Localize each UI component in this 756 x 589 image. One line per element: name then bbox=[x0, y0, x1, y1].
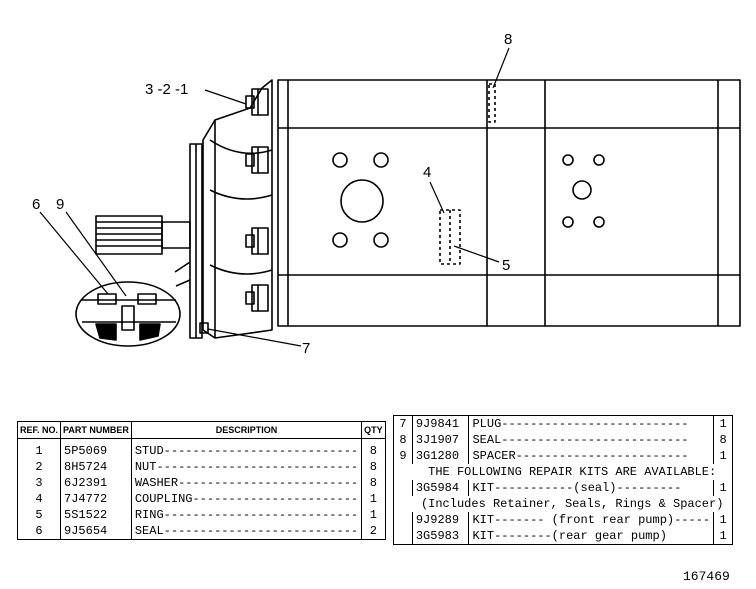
part-description: KIT-----------(seal)--------- bbox=[472, 481, 682, 495]
table-row: 6 9J5654 SEAL---------------------------… bbox=[17, 523, 386, 540]
parts-table-right: 7 9J9841 PLUG-------------------------- … bbox=[393, 415, 733, 545]
table-header-row: REF. NO. PART NUMBER DESCRIPTION QTY bbox=[16, 421, 386, 439]
part-description: PLUG-------------------------- bbox=[472, 417, 689, 431]
header-ref-no: REF. NO. bbox=[16, 421, 62, 439]
stud-nut-group bbox=[245, 88, 269, 312]
pump-body bbox=[277, 79, 741, 327]
parts-table-left: REF. NO. PART NUMBER DESCRIPTION QTY 1 5… bbox=[16, 421, 386, 540]
table-row: 2 8H5724 NUT----------------------------… bbox=[17, 459, 386, 475]
header-part-number: PART NUMBER bbox=[60, 421, 132, 439]
part-number: 9J5654 bbox=[60, 523, 132, 540]
callout-9: 9 bbox=[56, 196, 65, 213]
part-quantity: 1 bbox=[713, 448, 733, 464]
part-number: 3G5984 bbox=[411, 480, 470, 496]
table-row: 5 5S1522 RING---------------------------… bbox=[17, 507, 386, 523]
part-quantity: 8 bbox=[369, 476, 377, 490]
ref-number: 3 bbox=[17, 475, 62, 491]
ref-number: 2 bbox=[17, 459, 62, 475]
table-row: 4 7J4772 COUPLING-----------------------… bbox=[17, 491, 386, 507]
header-qty: QTY bbox=[361, 421, 386, 439]
part-description: STUD--------------------------- bbox=[131, 438, 363, 459]
part-number: 5S1522 bbox=[60, 507, 132, 523]
callout-3-2-1: 3 -2 -1 bbox=[145, 81, 189, 98]
part-quantity: 8 bbox=[713, 432, 733, 448]
part-description: COUPLING----------------------- bbox=[131, 491, 363, 507]
seal-detail-circle bbox=[75, 281, 181, 347]
part-number: 9J9841 bbox=[411, 415, 470, 432]
ref-number: 6 bbox=[17, 523, 62, 540]
table-row: 3G5984 KIT-----------(seal)--------- 1 bbox=[394, 480, 733, 496]
spline-coupling bbox=[95, 215, 191, 255]
part-number: 3G1280 bbox=[411, 448, 470, 464]
callout-4: 4 bbox=[423, 164, 432, 181]
part-quantity: 1 bbox=[369, 492, 377, 506]
part-number: 6J2391 bbox=[60, 475, 132, 491]
part-description: RING--------------------------- bbox=[131, 507, 363, 523]
part-quantity: 1 bbox=[713, 528, 733, 545]
callout-6: 6 bbox=[32, 196, 41, 213]
part-number: 8H5724 bbox=[60, 459, 132, 475]
table-row: 9J9289 KIT------- (front rear pump)-----… bbox=[394, 512, 733, 528]
part-quantity: 1 bbox=[713, 415, 733, 432]
part-description: NUT---------------------------- bbox=[131, 459, 363, 475]
ref-number: 1 bbox=[17, 438, 62, 459]
rear-port bbox=[572, 180, 592, 200]
part-quantity: 8 bbox=[369, 444, 377, 458]
part-number: 9J9289 bbox=[411, 512, 470, 528]
part-description: KIT--------(rear gear pump) bbox=[472, 529, 667, 543]
part-description: KIT------- (front rear pump)----- bbox=[472, 513, 711, 527]
part-description: WASHER------------------------- bbox=[131, 475, 363, 491]
part-quantity: 8 bbox=[369, 460, 377, 474]
ref-number: 5 bbox=[17, 507, 62, 523]
table-row: 7 9J9841 PLUG-------------------------- … bbox=[394, 415, 733, 432]
part-number: 7J4772 bbox=[60, 491, 132, 507]
callout-8: 8 bbox=[504, 31, 513, 48]
callout-5: 5 bbox=[502, 257, 511, 274]
pump-drawing bbox=[39, 47, 741, 347]
part-quantity: 1 bbox=[713, 480, 733, 496]
table-row: 1 5P5069 STUD---------------------------… bbox=[17, 438, 386, 459]
kit-includes-note: (Includes Retainer, Seals, Rings & Space… bbox=[420, 497, 724, 511]
ref-number: 8 bbox=[399, 433, 407, 447]
callout-7: 7 bbox=[302, 340, 311, 357]
table-row: 8 3J1907 SEAL-------------------------- … bbox=[394, 432, 733, 448]
kit-includes-row: (Includes Retainer, Seals, Rings & Space… bbox=[394, 496, 733, 512]
part-quantity: 1 bbox=[369, 508, 377, 522]
part-quantity: 1 bbox=[713, 512, 733, 528]
ref-number: 9 bbox=[399, 449, 407, 463]
kits-note-row: THE FOLLOWING REPAIR KITS ARE AVAILABLE: bbox=[394, 464, 733, 480]
front-cover bbox=[202, 79, 273, 339]
table-row: 3 6J2391 WASHER-------------------------… bbox=[17, 475, 386, 491]
part-number: 5P5069 bbox=[60, 438, 132, 459]
part-number: 3G5983 bbox=[411, 528, 470, 545]
part-quantity: 2 bbox=[369, 524, 377, 538]
repair-kits-note: THE FOLLOWING REPAIR KITS ARE AVAILABLE: bbox=[428, 465, 717, 479]
table-row: 3G5983 KIT--------(rear gear pump) 1 bbox=[394, 528, 733, 545]
header-description: DESCRIPTION bbox=[130, 421, 363, 439]
part-description: SPACER------------------------ bbox=[472, 449, 689, 463]
part-number: 3J1907 bbox=[411, 432, 470, 448]
front-port bbox=[340, 179, 384, 223]
table-row: 9 3G1280 SPACER------------------------ … bbox=[394, 448, 733, 464]
illustration-number: 167469 bbox=[683, 569, 730, 584]
ref-number: 7 bbox=[399, 417, 407, 431]
part-description: SEAL--------------------------- bbox=[131, 523, 363, 540]
part-description: SEAL-------------------------- bbox=[472, 433, 689, 447]
ref-number: 4 bbox=[17, 491, 62, 507]
